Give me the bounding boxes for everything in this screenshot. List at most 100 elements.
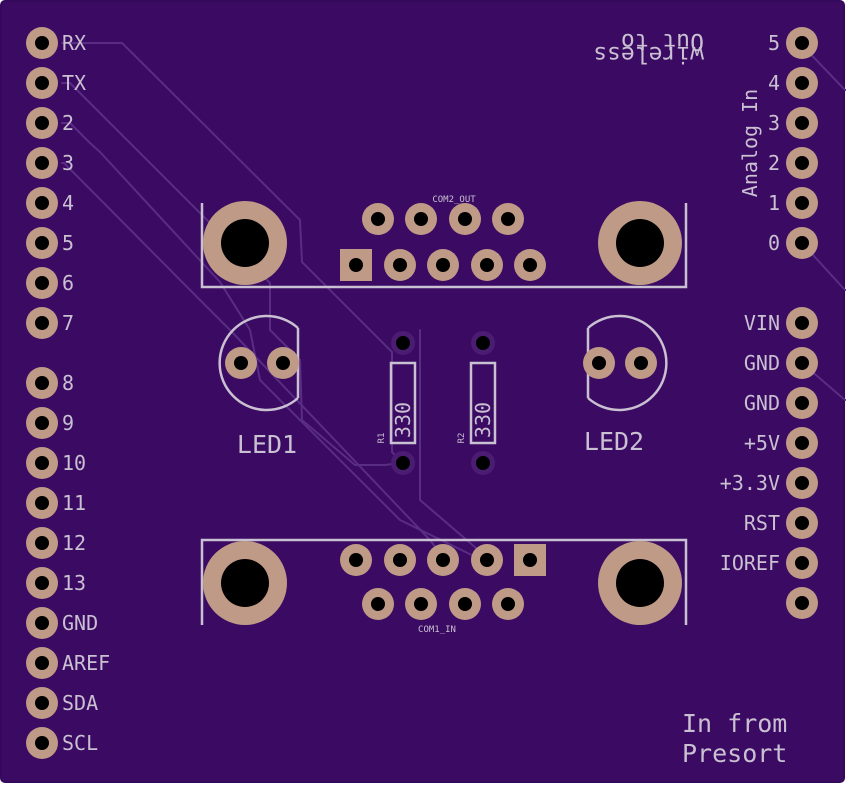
com1-pin-1: [514, 544, 546, 576]
com1-pin-1-hole: [523, 553, 537, 567]
analog-pin-label: 5: [768, 31, 780, 55]
connector-top-outline: [200, 203, 688, 289]
left-header-pin-12-hole: [35, 496, 49, 510]
left-header-pin-16: [26, 647, 58, 679]
analog-pin-label: 3: [768, 111, 780, 135]
power-pin-7-hole: [795, 556, 809, 570]
left-header-label: AREF: [62, 651, 110, 675]
led1-pin-1-hole: [234, 356, 248, 370]
left-header-label: 7: [62, 311, 74, 335]
com1-pin-5-hole: [480, 553, 494, 567]
left-header-pin-18-hole: [35, 736, 49, 750]
trace-d2: [61, 122, 483, 561]
left-header-pin-10: [26, 407, 58, 439]
left-header-pin-1-hole: [35, 36, 49, 50]
com2-pin-8-hole: [458, 212, 472, 226]
com2-pin-4: [471, 249, 503, 281]
mounting-hole-2-hole: [616, 219, 664, 267]
left-header-pin-7-hole: [35, 276, 49, 290]
power-pin-label: RST: [744, 511, 780, 535]
com1-pin-6-hole: [371, 597, 385, 611]
analog-pin-1-hole: [795, 36, 809, 50]
led2-pin-1: [583, 347, 615, 379]
power-pin-6: [786, 507, 818, 539]
power-pin-label: +5V: [744, 431, 780, 455]
power-pin-label: IOREF: [720, 551, 780, 575]
left-header-label: 13: [62, 571, 86, 595]
power-pin-8-hole: [795, 596, 809, 610]
analog-pin-6-hole: [795, 236, 809, 250]
left-header-label: GND: [62, 611, 98, 635]
com2-pin-1: [340, 249, 372, 281]
com2-pin-6-hole: [371, 212, 385, 226]
com1-pin-5: [471, 544, 503, 576]
power-pin-3: [786, 387, 818, 419]
mounting-hole-3-hole: [221, 559, 269, 607]
mounting-hole-1-hole: [221, 219, 269, 267]
r1-ref: R1: [377, 433, 387, 444]
left-header-pin-13: [26, 527, 58, 559]
left-header-pin-7: [26, 267, 58, 299]
com2-pin-2: [384, 249, 416, 281]
com2-pin-7: [405, 203, 437, 235]
power-pin-3-hole: [795, 396, 809, 410]
com1-pin-4-hole: [436, 553, 450, 567]
power-pin-5: [786, 467, 818, 499]
led2-pin-1-hole: [592, 356, 606, 370]
com1-pin-9: [492, 588, 524, 620]
power-pin-1-hole: [795, 316, 809, 330]
power-pin-label: GND: [744, 391, 780, 415]
left-header-pin-2: [26, 67, 58, 99]
left-header-label: 2: [62, 111, 74, 135]
left-header-label: 8: [62, 371, 74, 395]
com2-pin-5: [514, 249, 546, 281]
analog-pin-2: [786, 67, 818, 99]
power-pin-label: VIN: [744, 311, 780, 335]
left-header-label: 6: [62, 271, 74, 295]
trace-d3: [61, 162, 446, 561]
left-header-pin-10-hole: [35, 416, 49, 430]
led1-label: LED1: [237, 430, 297, 459]
left-header-pin-2-hole: [35, 76, 49, 90]
left-header-pin-8-hole: [35, 316, 49, 330]
led2-outline: [587, 314, 668, 412]
left-header-pin-15: [26, 607, 58, 639]
left-header-pin-9-hole: [35, 376, 49, 390]
left-header-pin-16-hole: [35, 656, 49, 670]
led1-pin-2: [267, 347, 299, 379]
analog-pin-label: 0: [768, 231, 780, 255]
bottom-note-line2: Presort: [682, 739, 787, 768]
left-header-label: 3: [62, 151, 74, 175]
com2-pin-1-hole: [349, 258, 363, 272]
com1-pin-7: [405, 588, 437, 620]
trace-rx: [61, 42, 403, 463]
power-pin-2-hole: [795, 356, 809, 370]
r1-value: 330: [391, 402, 415, 438]
r1-pin-2: [391, 451, 415, 475]
mirrored-note-line2: wireless: [593, 41, 704, 67]
analog-pin-4: [786, 147, 818, 179]
com2-pin-4-hole: [480, 258, 494, 272]
left-header-pin-6: [26, 227, 58, 259]
left-header-label: TX: [62, 71, 86, 95]
left-header-pin-3-hole: [35, 116, 49, 130]
left-header-pin-1: [26, 27, 58, 59]
com1-pin-4: [427, 544, 459, 576]
r2-pin-1: [471, 331, 495, 355]
left-header-pin-11: [26, 447, 58, 479]
left-header-label: 4: [62, 191, 74, 215]
mounting-hole-1: [203, 201, 287, 285]
power-pin-1: [786, 307, 818, 339]
left-header-label: 5: [62, 231, 74, 255]
com1-pin-8-hole: [458, 597, 472, 611]
left-header-pin-3: [26, 107, 58, 139]
bottom-note-line1: In from: [682, 709, 787, 738]
left-header-label: 12: [62, 531, 86, 555]
power-pin-4: [786, 427, 818, 459]
led2-label: LED2: [584, 427, 644, 456]
led2-pin-2: [625, 347, 657, 379]
connector-bottom-label: COM1_IN: [418, 625, 456, 635]
